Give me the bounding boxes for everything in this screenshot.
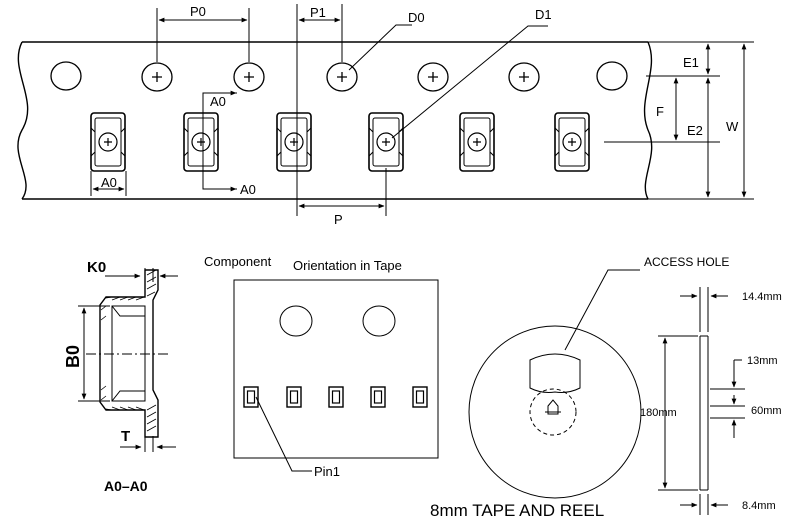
orientation-sprocket-hole xyxy=(362,305,396,337)
dim-8-4mm: 8.4mm xyxy=(742,500,776,512)
sprocket-hole xyxy=(141,62,173,92)
dim-d1: D1 xyxy=(535,7,552,22)
dim-f: F xyxy=(656,104,664,119)
cross-section: K0 B0 T A0–A0 xyxy=(63,259,178,494)
tape-diagram: P0 P1 D0 D1 A0 A0 A0 P E1 F E2 W xyxy=(17,4,754,227)
sprocket-hole xyxy=(233,62,265,92)
pin1-label: Pin1 xyxy=(314,464,340,479)
dim-a0-section-bottom: A0 xyxy=(240,182,256,197)
tape-reel-caption: 8mm TAPE AND REEL xyxy=(430,501,604,520)
sprocket-hole-plain xyxy=(50,61,82,91)
orientation-sprocket-hole xyxy=(279,305,313,337)
dim-k0: K0 xyxy=(87,259,106,276)
reel-side xyxy=(699,335,709,491)
component-pocket xyxy=(90,112,126,172)
component-pocket xyxy=(554,112,590,172)
dim-p0: P0 xyxy=(190,4,206,19)
dim-p1: P1 xyxy=(310,5,326,20)
access-hole xyxy=(529,353,581,393)
reel-hub xyxy=(529,388,577,436)
sprocket-hole xyxy=(417,62,449,92)
dim-t: T xyxy=(121,428,130,445)
tape-right-tear xyxy=(643,41,653,200)
orientation-title-part1: Component xyxy=(204,254,272,269)
reel-flange xyxy=(468,325,642,499)
dim-a0-width: A0 xyxy=(101,175,117,190)
tape-left-tear xyxy=(17,41,29,200)
dim-e1: E1 xyxy=(683,55,699,70)
component-pocket xyxy=(276,112,312,172)
dim-180mm: 180mm xyxy=(640,407,677,419)
orientation-component xyxy=(243,386,259,408)
dim-13mm: 13mm xyxy=(747,355,778,367)
orientation-title-part2: Orientation in Tape xyxy=(293,258,402,273)
component-pocket xyxy=(368,112,404,172)
orientation-component xyxy=(370,386,386,408)
dim-d0: D0 xyxy=(408,10,425,25)
dim-60mm: 60mm xyxy=(751,405,782,417)
dim-a0-section-top: A0 xyxy=(210,94,226,109)
sprocket-hole-plain xyxy=(596,61,628,91)
dim-14-4mm: 14.4mm xyxy=(742,291,782,303)
component-pocket xyxy=(459,112,495,172)
orientation-tape xyxy=(233,279,439,459)
orientation-diagram: Component Orientation in Tape Pin1 xyxy=(204,254,439,479)
orientation-component xyxy=(328,386,344,408)
sprocket-hole xyxy=(508,62,540,92)
dim-w: W xyxy=(726,119,739,134)
component-pocket xyxy=(183,112,219,172)
dim-p: P xyxy=(334,212,343,227)
reel-diagram: ACCESS HOLE 14.4mm 13mm 180mm 60mm 8.4mm… xyxy=(430,255,782,520)
orientation-component xyxy=(286,386,302,408)
orientation-component xyxy=(412,386,428,408)
hub-key xyxy=(547,399,559,415)
dim-e2: E2 xyxy=(687,123,703,138)
dim-b0: B0 xyxy=(63,345,83,368)
section-caption: A0–A0 xyxy=(104,478,148,494)
access-hole-label: ACCESS HOLE xyxy=(644,255,729,269)
